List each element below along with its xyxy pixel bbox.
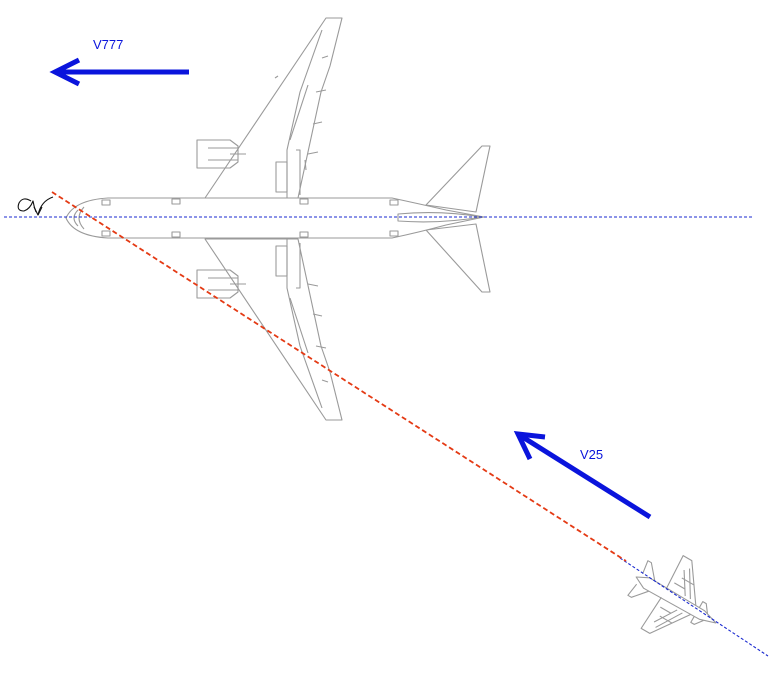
- lower-wing: [204, 238, 343, 421]
- lower-wing-fairings: [307, 283, 329, 383]
- small-canards: [690, 601, 708, 625]
- upper-engine: [196, 139, 246, 169]
- small-aircraft: [627, 555, 717, 634]
- angle-marker: [17, 196, 54, 216]
- lower-engine: [196, 269, 246, 299]
- fuselage: [65, 197, 485, 239]
- velocity-arrow-large-head: [49, 57, 81, 87]
- upper-stabilizer: [425, 145, 491, 213]
- door-marks: [101, 198, 399, 238]
- relative-path-line: [51, 191, 627, 562]
- lower-wing-spoilers: [275, 243, 309, 354]
- angle-arc: [37, 196, 54, 216]
- lower-stabilizer: [425, 223, 491, 293]
- velocity-arrow-large: V777: [49, 37, 189, 87]
- small-wing-details: [653, 568, 695, 628]
- small-wings: [640, 555, 697, 634]
- angle-arc-arrowhead: [33, 206, 43, 216]
- alpha-symbol: [17, 198, 37, 213]
- upper-wing: [204, 17, 343, 199]
- small-fuselage: [635, 576, 717, 624]
- small-aircraft-centerline: [619, 557, 769, 657]
- cockpit-windows: [73, 206, 85, 230]
- velocity-arrow-small: V25: [513, 431, 652, 520]
- upper-wing-fairings: [304, 55, 329, 171]
- velocity-arrow-small-shaft: [519, 433, 652, 520]
- small-tail: [627, 560, 656, 598]
- large-aircraft: [65, 17, 491, 421]
- velocity-arrow-small-head: [513, 431, 546, 461]
- lower-wing-flap: [286, 239, 323, 409]
- stray-mark: [274, 75, 279, 79]
- velocity-label-small: V25: [580, 447, 603, 462]
- velocity-label-large: V777: [93, 37, 123, 52]
- upper-wing-spoilers: [275, 84, 309, 195]
